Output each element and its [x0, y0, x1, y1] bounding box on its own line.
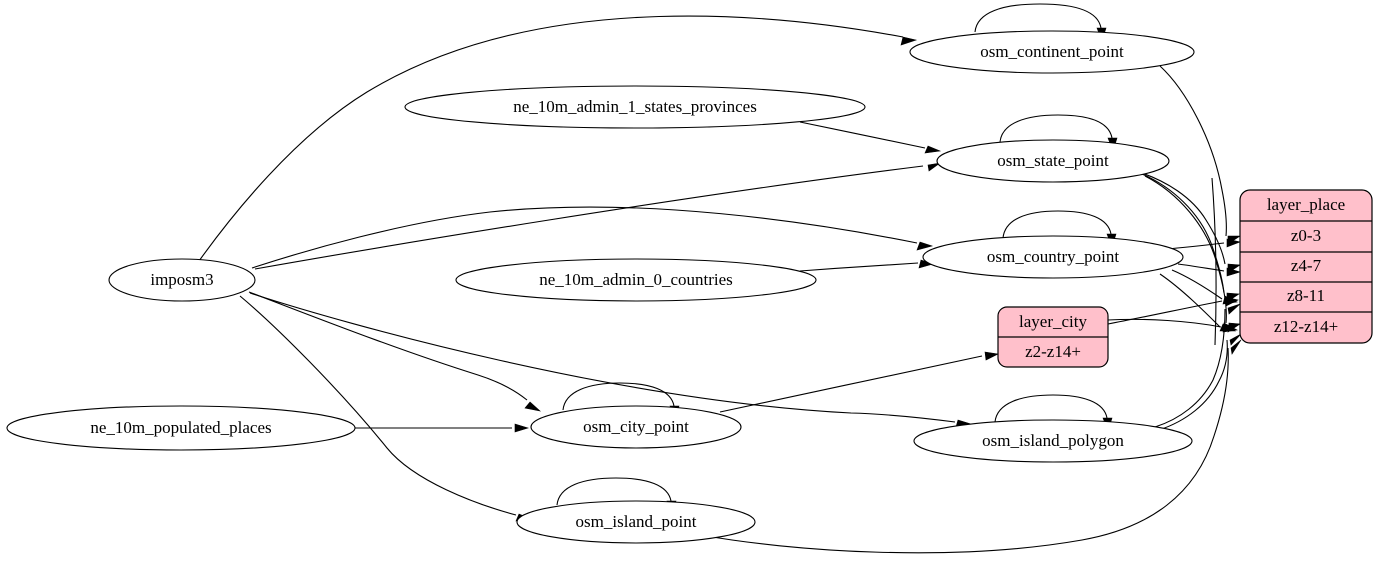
arrowhead-ne-populated-osm-city-point	[514, 423, 530, 433]
node-ne-states-shape[interactable]	[404, 85, 866, 129]
arrowhead-layer-city-layer-place-z12-z14	[1222, 322, 1238, 333]
edge-osm-state-point-to-layer-place-z4-7	[1138, 171, 1226, 265]
edge-self-loop-osm-country-point	[1002, 210, 1112, 239]
record-layer-city[interactable]: layer_city z2-z14+	[997, 306, 1109, 368]
arrowhead-osm-island-point-layer-place-z12-z14	[1230, 339, 1242, 355]
edge-osm-country-point-to-layer-place-z4-7	[1177, 263, 1225, 272]
edge-self-loop-osm-island-point	[556, 477, 672, 506]
edge-imposm3-to-osm-continent-point	[198, 15, 904, 262]
record-layer-place-row-1-label: z0-3	[1291, 226, 1321, 245]
edge-osm-city-point-to-layer-city	[719, 355, 983, 413]
edge-osm-country-point-to-layer-place-z12-z14	[1159, 273, 1221, 328]
record-layer: layer_city z2-z14+ layer_place z0-3 z4-7…	[997, 189, 1373, 368]
node-ne-10m-admin-0-countries[interactable]: ne_10m_admin_0_countries	[455, 258, 817, 302]
edge-imposm3-to-osm-state-point	[254, 165, 924, 270]
node-osm-continent-point[interactable]: osm_continent_point	[909, 30, 1195, 74]
edge-osm-island-polygon-to-layer-place-z12-z14	[1158, 339, 1228, 431]
edge-self-loop-osm-city-point	[562, 382, 675, 411]
node-ne-populated-shape[interactable]	[6, 405, 356, 451]
node-ne-10m-populated-places[interactable]: ne_10m_populated_places	[6, 405, 356, 451]
node-osm-city-point-shape[interactable]	[530, 405, 742, 449]
edge-osm-island-point-to-layer-place-z12-z14	[700, 347, 1229, 554]
node-osm-country-point-label: osm_country_point	[987, 247, 1119, 266]
edge-imposm3-to-osm-island-point	[239, 295, 517, 516]
node-osm-island-point[interactable]: osm_island_point	[516, 500, 756, 544]
node-layer: imposm3 ne_10m_admin_1_states_provinces …	[6, 30, 1195, 544]
node-osm-city-point[interactable]: osm_city_point	[530, 405, 742, 449]
record-layer-place-row-2-label: z4-7	[1291, 256, 1322, 275]
node-osm-city-point-label: osm_city_point	[583, 417, 689, 436]
arrowhead-osm-country-point-layer-place-z4-7	[1226, 267, 1242, 277]
node-ne-states-label: ne_10m_admin_1_states_provinces	[513, 97, 757, 116]
node-osm-island-polygon[interactable]: osm_island_polygon	[913, 419, 1193, 463]
node-imposm3-label: imposm3	[150, 270, 213, 289]
node-ne-countries-label: ne_10m_admin_0_countries	[539, 270, 733, 289]
node-osm-state-point[interactable]: osm_state_point	[936, 139, 1170, 183]
record-layer-place[interactable]: layer_place z0-3 z4-7 z8-11 z12-z14+	[1239, 189, 1373, 344]
edge-imposm3-to-osm-city-point	[248, 291, 528, 401]
edge-osm-island-polygon-to-layer-place-z8-11	[1154, 308, 1226, 428]
arrowhead-imposm3-osm-city-point	[524, 401, 542, 412]
node-osm-island-polygon-label: osm_island_polygon	[982, 431, 1124, 450]
record-layer-place-row-3-label: z8-11	[1287, 286, 1325, 305]
record-layer-place-body[interactable]	[1239, 189, 1373, 344]
edge-self-loop-osm-state-point	[999, 114, 1113, 143]
arrowhead-osm-island-polygon-layer-place-z12-z14	[1229, 333, 1242, 346]
node-osm-state-point-shape[interactable]	[936, 139, 1170, 183]
edge-osm-country-point-to-layer-place-z8-11	[1171, 269, 1223, 300]
node-osm-island-point-label: osm_island_point	[576, 512, 697, 531]
node-imposm3[interactable]: imposm3	[108, 258, 256, 302]
arrowhead-osm-island-polygon-layer-place-z8-11	[1227, 303, 1241, 315]
arrowhead-osm-country-point-layer-place-z0-3	[1226, 238, 1242, 248]
edge-imposm3-to-osm-island-polygon	[249, 292, 956, 423]
node-osm-island-polygon-shape[interactable]	[913, 419, 1193, 463]
node-osm-continent-point-label: osm_continent_point	[980, 42, 1124, 61]
edge-imposm3-to-osm-country-point	[251, 206, 918, 269]
node-osm-country-point[interactable]: osm_country_point	[922, 235, 1184, 279]
record-layer-place-row-4-label: z12-z14+	[1274, 317, 1338, 336]
edge-route-helper-vertical	[1211, 177, 1217, 346]
arrowhead-osm-city-point-layer-city	[984, 351, 999, 361]
edge-osm-continent-point-to-layer-place-z0-3	[1159, 65, 1227, 237]
node-osm-country-point-shape[interactable]	[922, 235, 1184, 279]
arrowhead-layer-city-layer-place-z8-11	[1224, 296, 1239, 307]
record-layer-city-row-0-label: layer_city	[1019, 312, 1087, 331]
arrowhead-imposm3-osm-state-point	[927, 162, 941, 172]
node-osm-state-point-label: osm_state_point	[997, 151, 1109, 170]
node-osm-island-point-shape[interactable]	[516, 500, 756, 544]
node-ne-countries-shape[interactable]	[455, 258, 817, 302]
edge-self-loop-osm-island-polygon	[994, 394, 1108, 423]
record-layer-place-row-0-label: layer_place	[1267, 195, 1345, 214]
edge-ne-countries-to-osm-country-point	[799, 262, 919, 272]
node-osm-continent-point-shape[interactable]	[909, 30, 1195, 74]
edge-self-loop-osm-continent-point	[974, 3, 1102, 33]
edge-layer-city-to-layer-place-z8-11	[1107, 300, 1223, 325]
node-ne-populated-label: ne_10m_populated_places	[90, 418, 271, 437]
arrowhead-ne-states-osm-state-point	[924, 145, 942, 154]
edge-ne-states-to-osm-state-point	[799, 121, 926, 149]
record-layer-city-row-1-label: z2-z14+	[1025, 342, 1081, 361]
arrowhead-imposm3-osm-continent-point	[900, 36, 918, 46]
node-imposm3-shape[interactable]	[108, 258, 256, 302]
edge-layer-city-to-layer-place-z12-z14	[1107, 318, 1222, 328]
node-ne-10m-admin-1-states-provinces[interactable]: ne_10m_admin_1_states_provinces	[404, 85, 866, 129]
arrowhead-imposm3-osm-country-point	[916, 241, 934, 251]
